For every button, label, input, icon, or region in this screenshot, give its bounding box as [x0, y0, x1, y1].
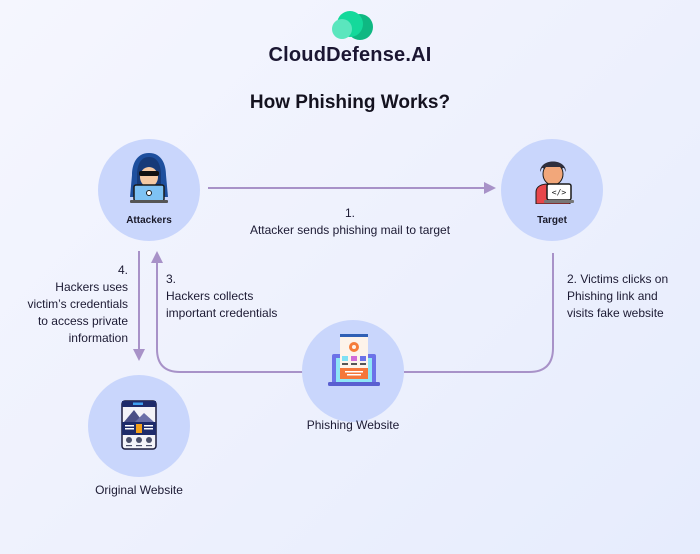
original-website-node: Original Website — [88, 375, 190, 497]
step-3-line: important credentials — [166, 306, 278, 320]
target-label: Target — [537, 215, 567, 226]
step-4-text: 4. Hackers uses victim’s credentials to … — [10, 262, 128, 347]
diagram-title: How Phishing Works? — [249, 92, 451, 113]
target-node: </> Target — [501, 139, 603, 241]
step-4-number: 4. — [117, 263, 128, 277]
attackers-label: Attackers — [126, 215, 172, 226]
step-4-line: victim’s credentials — [27, 297, 128, 311]
step-3-number: 3. — [166, 272, 177, 286]
arrowhead-step-1 — [484, 182, 496, 194]
step-4-line: to access private — [37, 314, 128, 328]
arrow-step-2 — [404, 253, 554, 373]
arrowhead-step-3 — [151, 251, 163, 263]
arrow-step-3 — [156, 262, 303, 373]
step-1-text: 1. Attacker sends phishing mail to targe… — [210, 205, 490, 239]
step-4-line: information — [68, 331, 128, 345]
step-3-line: Hackers collects — [166, 289, 254, 303]
step-1-number: 1. — [344, 206, 355, 220]
step-4-line: Hackers uses — [55, 280, 128, 294]
hacker-icon — [130, 153, 168, 203]
attackers-node: Attackers — [98, 139, 200, 241]
arrowhead-step-4 — [133, 349, 145, 361]
original-website-label: Original Website — [95, 483, 183, 497]
step-2-text: 2. Victims clicks on Phishing link and v… — [567, 271, 700, 322]
step-3-text: 3. Hackers collects important credential… — [166, 271, 326, 322]
step-1-description: Attacker sends phishing mail to target — [249, 223, 451, 237]
phishing-website-label: Phishing Website — [306, 418, 400, 432]
step-2-line: 2. Victims clicks on — [567, 272, 669, 286]
svg-text:</>: </> — [552, 188, 567, 197]
developer-icon: </> — [535, 161, 574, 204]
fake-website-icon — [328, 334, 380, 386]
brand-name: CloudDefense.AI — [268, 44, 432, 66]
clouddefense-logo-icon — [332, 11, 373, 40]
website-icon — [121, 400, 157, 450]
phishing-website-node: Phishing Website — [302, 320, 404, 432]
step-2-line: visits fake website — [567, 306, 664, 320]
step-2-line: Phishing link and — [567, 289, 658, 303]
